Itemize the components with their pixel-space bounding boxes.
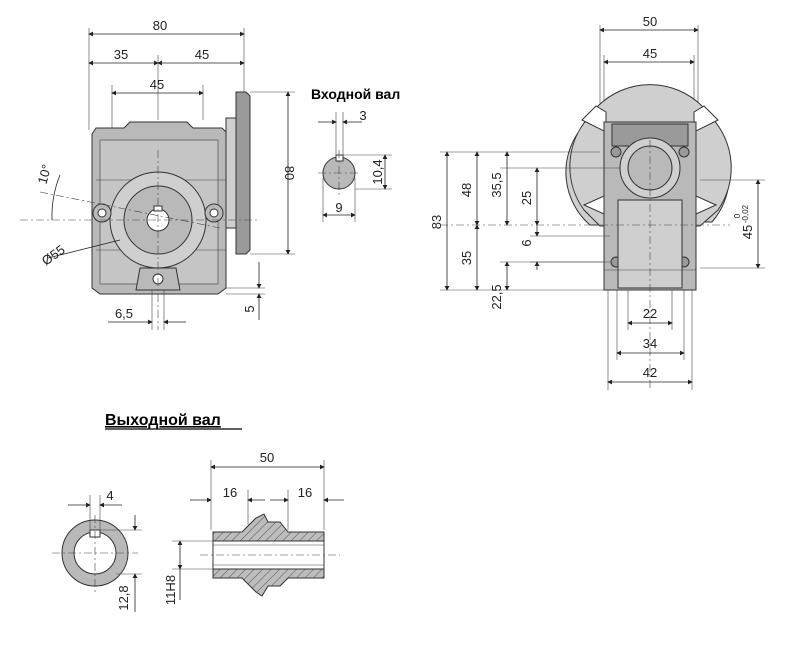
dim-output-bore: 11H8 — [163, 575, 178, 605]
dim-input-key-depth: 10,4 — [370, 159, 385, 184]
dim-front-foot-height: 5 — [242, 305, 257, 312]
dim-front-diameter: Ø55 — [39, 242, 68, 268]
dim-side-width-22: 22 — [643, 306, 657, 321]
dim-input-key-width: 3 — [359, 108, 366, 123]
dim-input-diameter: 9 — [335, 200, 342, 215]
heading-output-shaft: Выходной вал — [105, 412, 221, 429]
dim-side-tol-lower: -0,02 — [741, 204, 750, 223]
dim-output-key-width: 4 — [106, 488, 113, 503]
dim-side-bottom: 22,5 — [489, 284, 504, 309]
dim-side-width-42: 42 — [643, 365, 657, 380]
dim-front-total-width: 80 — [153, 18, 167, 33]
dim-front-flange-height: 80 — [282, 166, 297, 180]
input-shaft-view: Входной вал 3 10,4 9 — [311, 86, 400, 222]
flange — [235, 91, 251, 255]
dim-side-mid-upper: 35,5 — [489, 172, 504, 197]
dim-side-tol-upper: 0 — [733, 213, 742, 218]
side-view: 50 45 83 48 35 — [429, 14, 765, 390]
dim-side-top-width: 50 — [643, 14, 657, 29]
dim-side-center: 25 — [519, 191, 534, 205]
dim-front-left: 35 — [114, 47, 128, 62]
dim-output-key-depth: 12,8 — [116, 585, 131, 610]
dim-output-left-len: 16 — [223, 485, 237, 500]
dim-output-right-len: 16 — [298, 485, 312, 500]
heading-input-shaft: Входной вал — [311, 86, 400, 102]
dim-front-right: 45 — [195, 47, 209, 62]
dim-side-total-height: 83 — [429, 215, 444, 229]
dim-front-angle: 10° — [35, 163, 55, 186]
dim-front-foot-offset: 6,5 — [115, 306, 133, 321]
dim-output-total-length: 50 — [260, 450, 274, 465]
dim-side-small: 6 — [519, 239, 534, 246]
dim-side-upper: 48 — [459, 183, 474, 197]
dim-side-flange: 45 — [740, 225, 755, 239]
output-shaft-view: Выходной вал 4 12,8 50 — [52, 412, 344, 612]
dim-side-width-34: 34 — [643, 336, 657, 351]
dim-side-lower: 35 — [459, 251, 474, 265]
dim-front-bore-spacing: 45 — [150, 77, 164, 92]
front-view: 80 35 45 45 10° — [20, 18, 297, 330]
dim-side-inner-width: 45 — [643, 46, 657, 61]
